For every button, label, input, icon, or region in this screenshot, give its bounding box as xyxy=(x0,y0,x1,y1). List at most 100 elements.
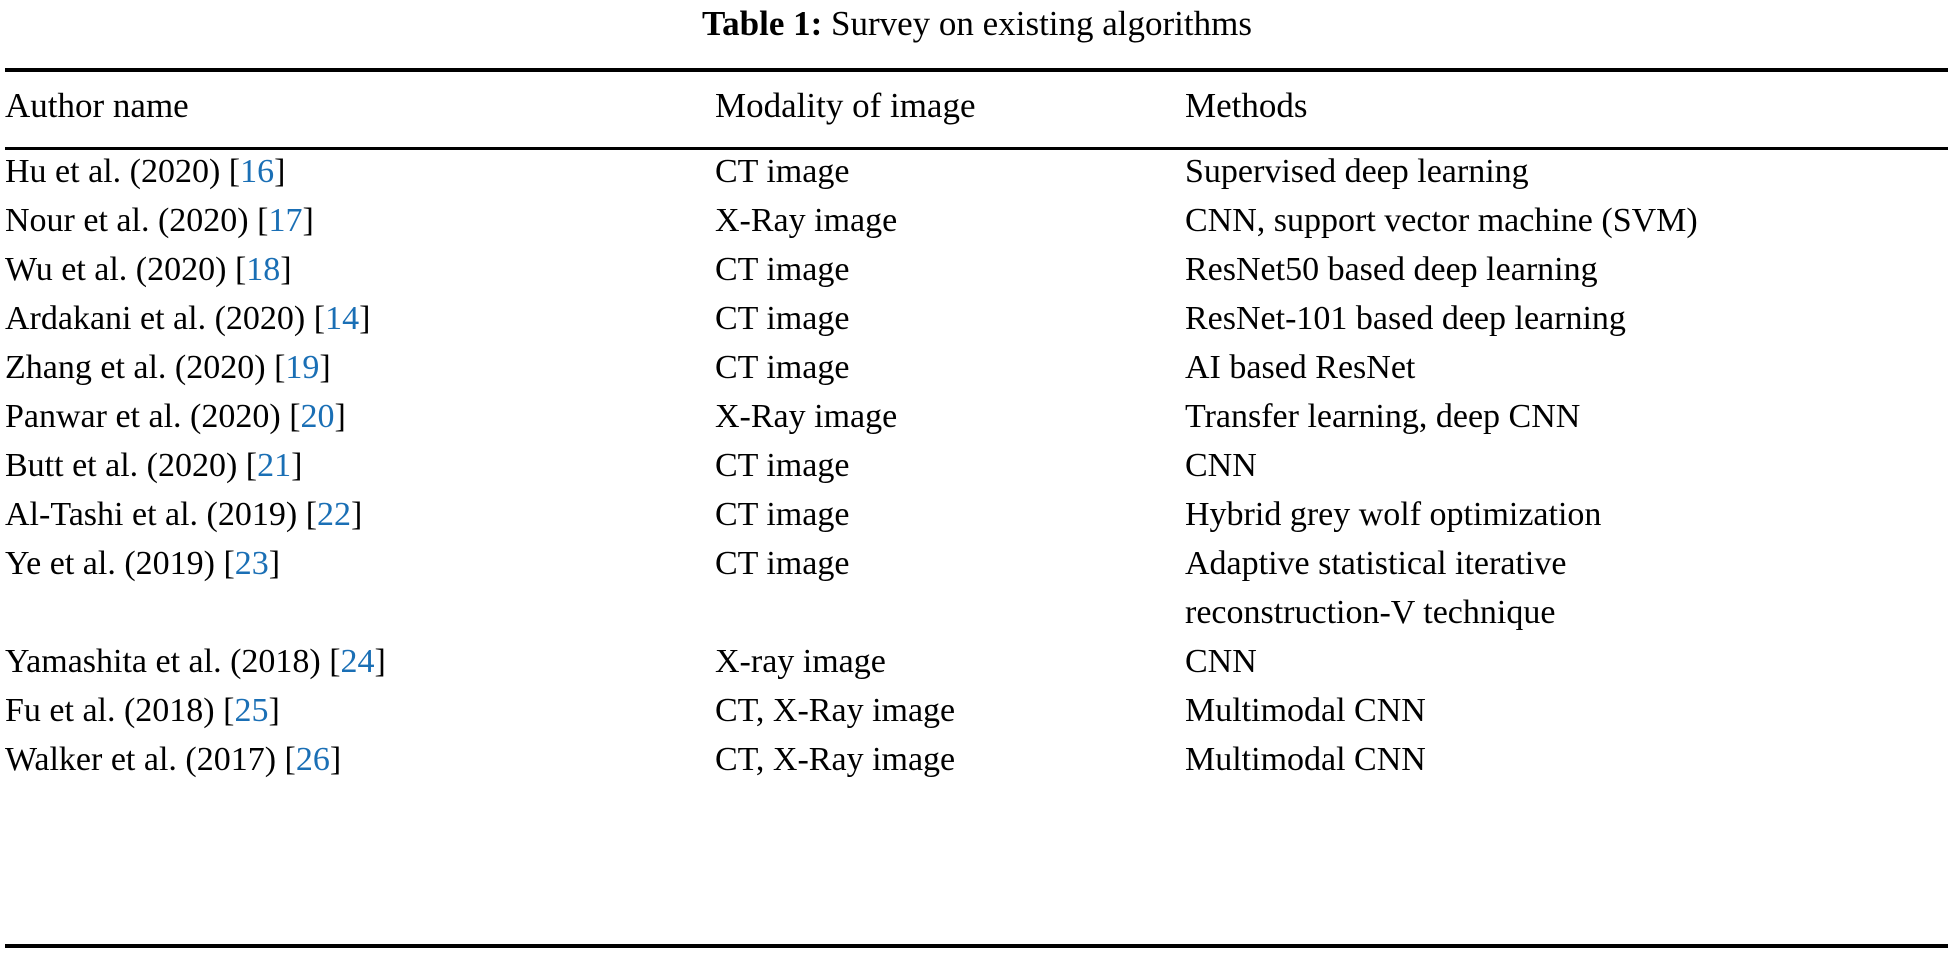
citation-bracket-open: [ xyxy=(245,447,258,484)
author-name: Hu et al. (2020) xyxy=(5,153,229,190)
citation-bracket-close: ] xyxy=(334,398,346,435)
citation-bracket-open: [ xyxy=(313,300,326,337)
table-row: Walker et al. (2017) [26]CT, X-Ray image… xyxy=(5,735,1948,784)
citation-bracket-close: ] xyxy=(359,300,371,337)
cell-author: Panwar et al. (2020) [20] xyxy=(5,392,715,441)
table-caption-label: Table 1: xyxy=(702,4,823,43)
cell-author: Yamashita et al. (2018) [24] xyxy=(5,637,715,686)
author-name: Yamashita et al. (2018) xyxy=(5,643,330,680)
citation-bracket-open: [ xyxy=(234,251,247,288)
cell-modality: CT image xyxy=(715,545,850,582)
table-row: Nour et al. (2020) [17]X-Ray image CNN, s… xyxy=(5,196,1948,245)
cell-modality: CT image xyxy=(715,251,850,288)
cell-modality: CT image xyxy=(715,349,850,386)
cell-author: Walker et al. (2017) [26] xyxy=(5,735,715,784)
author-name: Ardakani et al. (2020) xyxy=(5,300,314,337)
table-caption: Table 1: Survey on existing algorithms xyxy=(0,2,1954,46)
citation-bracket-close: ] xyxy=(374,643,386,680)
citation-link[interactable]: 19 xyxy=(285,349,320,386)
author-name: Zhang et al. (2020) xyxy=(5,349,275,386)
cell-author: Ardakani et al. (2020) [14] xyxy=(5,294,715,343)
citation-bracket-open: [ xyxy=(228,153,241,190)
methods-line: CNN xyxy=(1185,643,1257,680)
cell-author: Zhang et al. (2020) [19] xyxy=(5,343,715,392)
author-name: Butt et al. (2020) xyxy=(5,447,246,484)
column-header-author: Author name xyxy=(5,86,189,125)
citation-link[interactable]: 26 xyxy=(295,741,330,778)
cell-modality: CT image xyxy=(715,300,850,337)
cell-methods: Multimodal CNN xyxy=(1185,735,1948,784)
citation-bracket-open: [ xyxy=(289,398,301,435)
citation-bracket-open: [ xyxy=(223,692,235,729)
cell-methods: CNN xyxy=(1185,441,1948,490)
cell-modality: X-Ray image xyxy=(715,398,898,435)
methods-line: ResNet50 based deep learning xyxy=(1185,251,1598,288)
cell-author: Ye et al. (2019) [23] xyxy=(5,539,715,637)
citation-link[interactable]: 22 xyxy=(317,496,352,533)
citation-link[interactable]: 21 xyxy=(257,447,292,484)
citation-link[interactable]: 14 xyxy=(325,300,360,337)
cell-methods: CNN xyxy=(1185,637,1948,686)
cell-methods: ResNet50 based deep learning xyxy=(1185,245,1948,294)
methods-line: Multimodal CNN xyxy=(1185,741,1426,778)
cell-modality: X-ray image xyxy=(715,643,886,680)
citation-bracket-open: [ xyxy=(284,741,296,778)
author-name: Al-Tashi et al. (2019) xyxy=(5,496,306,533)
methods-line: CNN xyxy=(1185,447,1257,484)
citation-link[interactable]: 17 xyxy=(268,202,303,239)
citation-bracket-close: ] xyxy=(302,202,314,239)
author-name: Panwar et al. (2020) xyxy=(5,398,290,435)
citation-link[interactable]: 23 xyxy=(234,545,269,582)
author-name: Fu et al. (2018) xyxy=(5,692,224,729)
citation-bracket-open: [ xyxy=(274,349,286,386)
author-name: Nour et al. (2020) xyxy=(5,202,258,239)
methods-line: Multimodal CNN xyxy=(1185,692,1426,729)
citation-bracket-close: ] xyxy=(280,251,292,288)
cell-author: Al-Tashi et al. (2019) [22] xyxy=(5,490,715,539)
methods-line: Supervised deep learning xyxy=(1185,153,1529,190)
cell-author: Wu et al. (2020) [18] xyxy=(5,245,715,294)
cell-author: Hu et al. (2020) [16] xyxy=(5,147,715,196)
cell-methods: CNN, support vector machine (SVM) xyxy=(1185,196,1948,245)
citation-link[interactable]: 16 xyxy=(240,153,275,190)
citation-bracket-open: [ xyxy=(223,545,235,582)
author-name: Ye et al. (2019) xyxy=(5,545,224,582)
author-name: Wu et al. (2020) xyxy=(5,251,235,288)
citation-link[interactable]: 18 xyxy=(246,251,281,288)
cell-methods: AI based ResNet xyxy=(1185,343,1948,392)
citation-link[interactable]: 24 xyxy=(340,643,375,680)
table-caption-text: Survey on existing algorithms xyxy=(831,4,1252,43)
cell-modality: X-Ray image xyxy=(715,202,898,239)
citation-link[interactable]: 20 xyxy=(300,398,335,435)
cell-modality: CT, X-Ray image xyxy=(715,741,956,778)
table-top-rule xyxy=(5,68,1948,72)
table-header-row: Author name Modality of image Methods xyxy=(5,72,1948,147)
citation-bracket-close: ] xyxy=(319,349,331,386)
cell-modality: CT image xyxy=(715,153,850,190)
citation-bracket-close: ] xyxy=(268,545,281,582)
cell-author: Butt et al. (2020) [21] xyxy=(5,441,715,490)
cell-modality: CT image xyxy=(715,496,850,533)
table-row: Butt et al. (2020) [21]CT image CNN xyxy=(5,441,1948,490)
methods-line: Transfer learning, deep CNN xyxy=(1185,398,1581,435)
column-header-methods: Methods xyxy=(1185,86,1308,125)
citation-bracket-open: [ xyxy=(305,496,318,533)
cell-methods: Hybrid grey wolf optimization xyxy=(1185,490,1948,539)
cell-methods: ResNet-101 based deep learning xyxy=(1185,294,1948,343)
citation-bracket-open: [ xyxy=(329,643,341,680)
methods-line: reconstruction-V technique xyxy=(1185,594,1556,631)
cell-author: Nour et al. (2020) [17] xyxy=(5,196,715,245)
cell-modality: CT image xyxy=(715,447,850,484)
methods-line: ResNet-101 based deep learning xyxy=(1185,300,1626,337)
citation-link[interactable]: 25 xyxy=(234,692,269,729)
citation-bracket-close: ] xyxy=(351,496,363,533)
